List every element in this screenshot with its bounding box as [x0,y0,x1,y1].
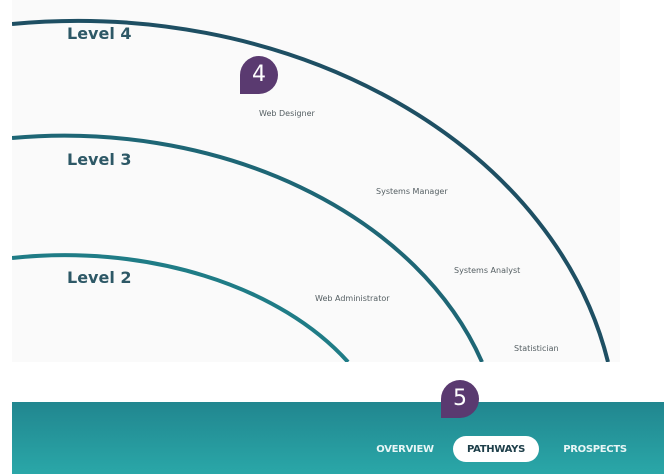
tab-overview[interactable]: OVERVIEW [376,443,434,455]
tab-prospects[interactable]: PROSPECTS [563,443,627,455]
section-nav-bar: OVERVIEW PATHWAYS PROSPECTS [12,402,664,474]
level-3-arc [12,133,484,362]
career-pathway-diagram: Level 4 Level 3 Level 2 Web Designer Sys… [12,0,620,362]
job-statistician[interactable]: Statistician [514,344,559,353]
pathway-arcs [12,18,610,362]
step-marker-5: 5 [441,380,479,418]
step-marker-4-number: 4 [252,62,266,87]
job-web-administrator[interactable]: Web Administrator [315,294,390,303]
job-web-designer[interactable]: Web Designer [259,109,315,118]
level-2-arc [12,253,350,362]
tab-pathways[interactable]: PATHWAYS [453,436,539,462]
level-3-label: Level 3 [67,150,132,169]
job-systems-analyst[interactable]: Systems Analyst [454,266,521,275]
step-marker-4: 4 [240,56,278,94]
job-systems-manager[interactable]: Systems Manager [376,187,448,196]
level-4-arc [12,18,610,362]
step-marker-5-number: 5 [453,386,467,411]
level-4-label: Level 4 [67,24,132,43]
level-2-label: Level 2 [67,268,132,287]
